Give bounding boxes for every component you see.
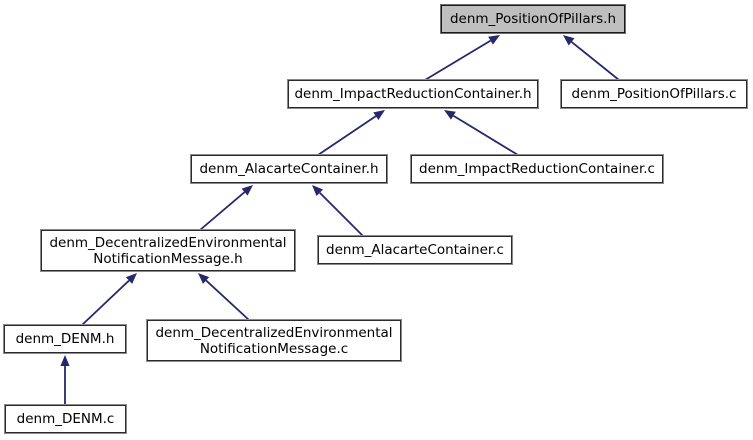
edge-line bbox=[317, 115, 377, 156]
edge-arrowhead-icon bbox=[198, 273, 210, 284]
graph-node-label: denm_ImpactReductionContainer.c bbox=[419, 161, 655, 177]
edge-arrowhead-icon bbox=[312, 185, 324, 197]
dependency-edge bbox=[199, 185, 253, 231]
dependency-edge bbox=[60, 355, 70, 405]
graph-node-impact-reduction-container-c[interactable]: denm_ImpactReductionContainer.c bbox=[410, 154, 664, 184]
edge-arrowhead-icon bbox=[563, 35, 575, 46]
dependency-edge bbox=[312, 185, 364, 237]
edge-arrowhead-icon bbox=[444, 110, 456, 120]
edge-arrowhead-icon bbox=[488, 35, 500, 45]
edge-arrowhead-icon bbox=[60, 355, 70, 366]
edge-line bbox=[319, 192, 364, 237]
graph-node-label: denm_PositionOfPillars.h bbox=[449, 11, 617, 27]
graph-node-alacarte-container-c[interactable]: denm_AlacarteContainer.c bbox=[317, 235, 513, 265]
graph-node-label: denm_DecentralizedEnvironmental Notifica… bbox=[155, 324, 393, 357]
graph-node-alacarte-container-h[interactable]: denm_AlacarteContainer.h bbox=[190, 154, 388, 184]
dependency-edge bbox=[198, 273, 250, 321]
edge-line bbox=[205, 279, 250, 321]
graph-node-denm-h[interactable]: denm_DENM.h bbox=[3, 324, 127, 354]
graph-node-position-of-pillars-h[interactable]: denm_PositionOfPillars.h bbox=[440, 4, 626, 34]
edge-arrowhead-icon bbox=[241, 185, 253, 196]
graph-node-decentralized-environmental-notification-message-h[interactable]: denm_DecentralizedEnvironmental Notifica… bbox=[40, 229, 296, 272]
edge-line bbox=[424, 39, 492, 81]
graph-node-denm-c[interactable]: denm_DENM.c bbox=[4, 404, 127, 434]
graph-node-impact-reduction-container-h[interactable]: denm_ImpactReductionContainer.h bbox=[287, 79, 539, 109]
graph-node-label: denm_DENM.h bbox=[15, 331, 115, 347]
dependency-edge bbox=[81, 273, 137, 326]
edge-arrowhead-icon bbox=[125, 273, 137, 284]
edge-arrowhead-icon bbox=[373, 110, 385, 120]
edge-line bbox=[199, 191, 246, 231]
dependency-edge bbox=[444, 110, 519, 156]
graph-node-label: denm_DecentralizedEnvironmental Notifica… bbox=[49, 234, 287, 267]
graph-node-position-of-pillars-c[interactable]: denm_PositionOfPillars.c bbox=[560, 79, 748, 109]
graph-node-label: denm_DENM.c bbox=[16, 411, 115, 427]
graph-node-label: denm_AlacarteContainer.c bbox=[326, 242, 504, 258]
edge-line bbox=[452, 114, 519, 156]
edge-line bbox=[81, 279, 130, 326]
graph-node-label: denm_AlacarteContainer.h bbox=[199, 161, 379, 177]
dependency-edge bbox=[424, 35, 500, 81]
graph-node-label: denm_ImpactReductionContainer.h bbox=[294, 86, 532, 102]
dependency-edge bbox=[317, 110, 385, 156]
dependency-edge bbox=[563, 35, 620, 81]
graph-node-decentralized-environmental-notification-message-c[interactable]: denm_DecentralizedEnvironmental Notifica… bbox=[146, 319, 402, 362]
edge-line bbox=[571, 41, 620, 81]
graph-node-label: denm_PositionOfPillars.c bbox=[571, 86, 737, 102]
